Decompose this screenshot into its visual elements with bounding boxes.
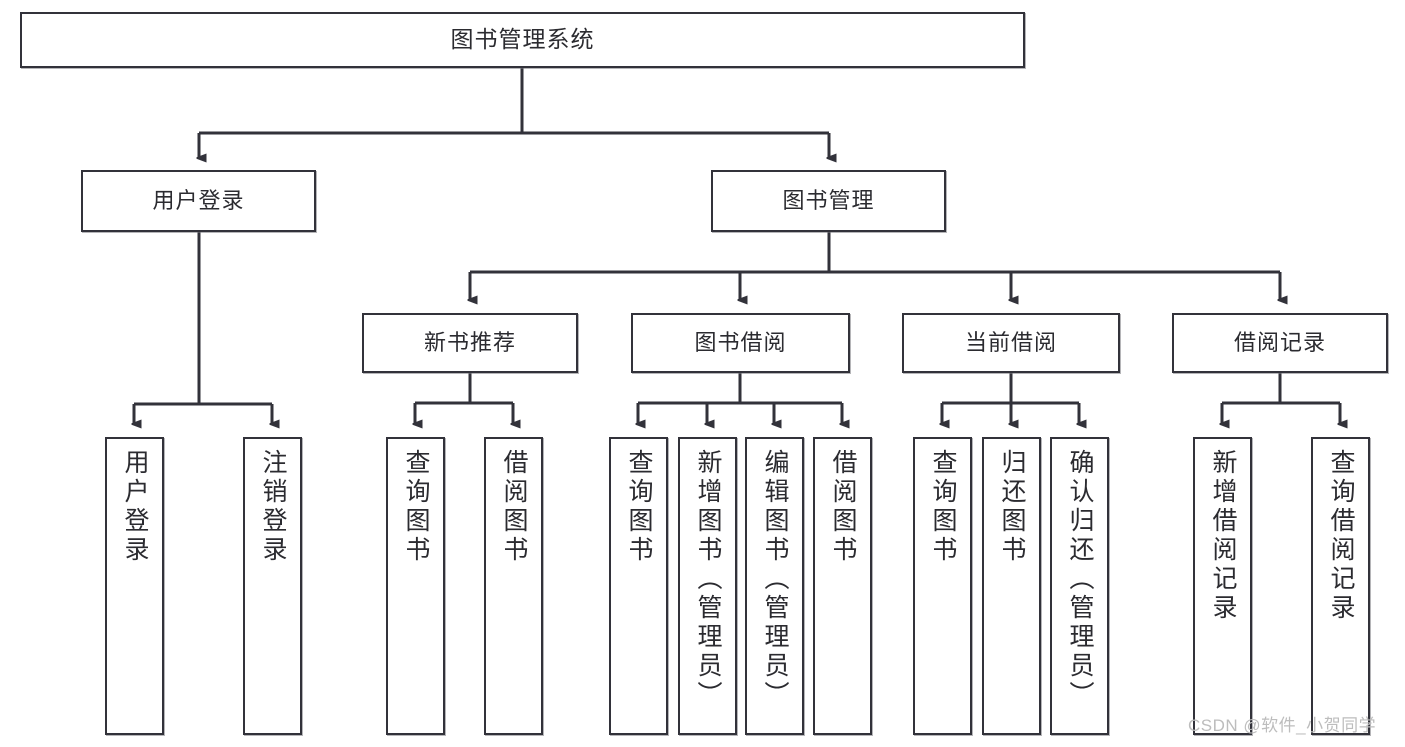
node-label: 图书管理系统: [450, 26, 595, 53]
leaf-edit-book-admin[interactable]: 编辑图书（管理员）: [745, 437, 804, 735]
node-label: 图书管理: [782, 188, 875, 214]
node-label: 新书推荐: [423, 330, 516, 356]
node-label: 编辑图书（管理员）: [761, 449, 789, 710]
node-label: 归还图书: [998, 449, 1026, 565]
node-label: 借阅图书: [500, 449, 528, 565]
csdn-watermark: CSDN @软件_小贺同学: [1188, 716, 1377, 735]
leaf-borrow-book-recommend[interactable]: 借阅图书: [484, 437, 543, 735]
node-label: 图书借阅: [694, 330, 787, 356]
leaf-query-book-borrow[interactable]: 查询图书: [609, 437, 668, 735]
node-label: 新增图书（管理员）: [694, 449, 722, 710]
leaf-query-book-recommend[interactable]: 查询图书: [386, 437, 445, 735]
leaf-confirm-return-admin[interactable]: 确认归还（管理员）: [1050, 437, 1109, 735]
leaf-query-book-current[interactable]: 查询图书: [913, 437, 972, 735]
node-label: 查询图书: [625, 449, 653, 565]
node-label: 确认归还（管理员）: [1066, 449, 1094, 710]
node-label: 借阅记录: [1233, 330, 1326, 356]
node-label: 借阅图书: [829, 449, 857, 565]
node-book-borrow[interactable]: 图书借阅: [631, 313, 850, 373]
node-label: 注销登录: [259, 449, 287, 565]
node-label: 查询借阅记录: [1327, 449, 1355, 623]
node-user-login[interactable]: 用户登录: [81, 170, 316, 232]
node-label: 查询图书: [929, 449, 957, 565]
node-label: 查询图书: [402, 449, 430, 565]
leaf-user-login[interactable]: 用户登录: [105, 437, 164, 735]
node-book-management[interactable]: 图书管理: [711, 170, 946, 232]
leaf-borrow-book[interactable]: 借阅图书: [813, 437, 872, 735]
leaf-add-book-admin[interactable]: 新增图书（管理员）: [678, 437, 737, 735]
leaf-query-borrow-record[interactable]: 查询借阅记录: [1311, 437, 1370, 735]
node-root-library-system[interactable]: 图书管理系统: [20, 12, 1025, 68]
leaf-add-borrow-record[interactable]: 新增借阅记录: [1193, 437, 1252, 735]
node-borrow-record[interactable]: 借阅记录: [1172, 313, 1388, 373]
node-label: 新增借阅记录: [1209, 449, 1237, 623]
leaf-return-book[interactable]: 归还图书: [982, 437, 1041, 735]
node-current-borrow[interactable]: 当前借阅: [902, 313, 1120, 373]
leaf-logout[interactable]: 注销登录: [243, 437, 302, 735]
node-new-book-recommend[interactable]: 新书推荐: [362, 313, 578, 373]
node-label: 用户登录: [121, 449, 149, 565]
node-label: 用户登录: [152, 188, 245, 214]
node-label: 当前借阅: [964, 330, 1057, 356]
